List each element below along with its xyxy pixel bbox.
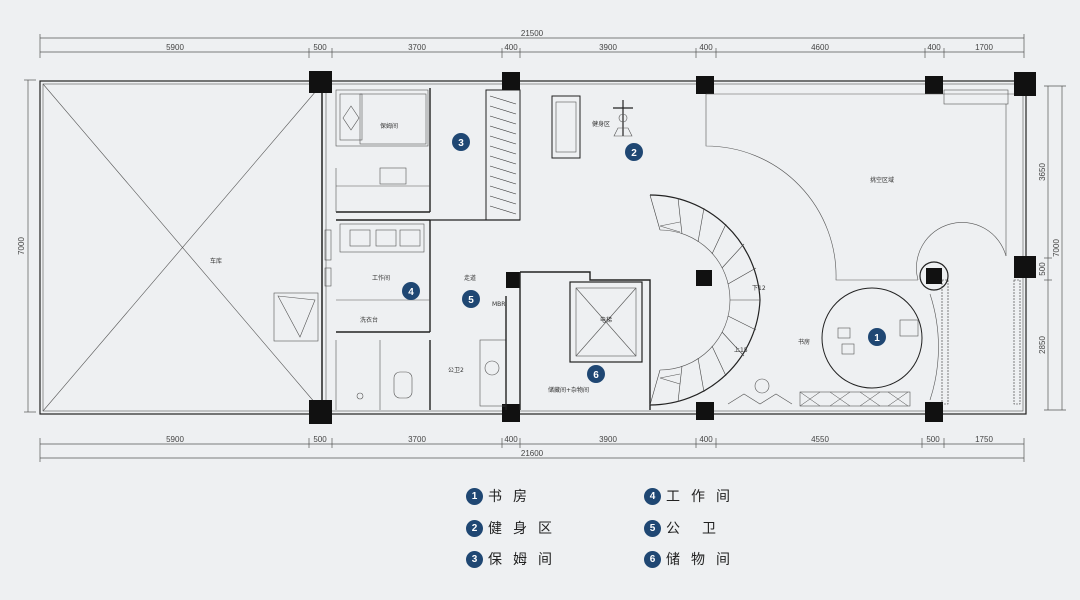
legend-number: 1 — [466, 487, 483, 505]
bath-area: 公卫2 走道 MBR — [335, 274, 507, 410]
storage-area: 电梯 储藏间+杂物间 — [519, 271, 651, 410]
legend-item: 3 保姆间 — [466, 549, 563, 569]
bottom-dim-4: 400 — [504, 435, 518, 444]
top-dim-8: 400 — [927, 43, 941, 52]
left-height-dim: 7000 — [17, 237, 26, 255]
storage-label: 储藏间+杂物间 — [548, 386, 589, 394]
legend-number: 6 — [644, 550, 661, 568]
study: 书房 — [727, 261, 1021, 407]
bottom-dim-1: 5900 — [166, 435, 184, 444]
void-label: 挑空区域 — [870, 176, 894, 184]
outer-walls — [39, 80, 1027, 415]
bottom-dim-3: 3700 — [408, 435, 426, 444]
svg-text:1: 1 — [874, 333, 880, 344]
legend-item: 6 储物间 — [644, 549, 741, 569]
legend-item: 5 公卫 — [644, 518, 738, 538]
badge-5: 5 — [462, 290, 480, 308]
bottom-dim-7: 4550 — [811, 435, 829, 444]
svg-text:2: 2 — [631, 148, 637, 159]
mbr-label: MBR — [492, 301, 505, 308]
svg-text:6: 6 — [593, 370, 599, 381]
top-dim-5: 3900 — [599, 43, 617, 52]
badge-2: 2 — [625, 143, 643, 161]
garage: 车库 — [42, 83, 332, 412]
legend-label: 储物间 — [666, 552, 741, 568]
top-dim-9: 1700 — [975, 43, 993, 52]
bottom-dim-6: 400 — [699, 435, 713, 444]
top-dim-4: 400 — [504, 43, 518, 52]
badge-1: 1 — [868, 328, 886, 346]
void-area: 挑空区域 — [705, 89, 1014, 281]
legend-label: 健身区 — [488, 521, 563, 537]
work-room: 工作间 洗衣台 — [336, 219, 431, 333]
study-label: 书房 — [798, 338, 810, 346]
bottom-dimensions: 5900 500 3700 400 3900 400 4550 500 1750… — [39, 435, 1025, 462]
bottom-dim-5: 3900 — [599, 435, 617, 444]
legend-label: 书房 — [488, 489, 538, 505]
legend-number: 3 — [466, 550, 483, 568]
legend-label: 工作间 — [666, 489, 741, 505]
spiral-stair: 下12 上15 — [649, 194, 766, 406]
legend-label: 保姆间 — [488, 552, 563, 568]
badge-6: 6 — [587, 365, 605, 383]
badge-4: 4 — [402, 282, 420, 300]
right-dimensions: 3650 500 2850 7000 — [1038, 85, 1066, 411]
svg-text:4: 4 — [408, 287, 414, 298]
columns — [309, 71, 1036, 424]
bottom-total-dim: 21600 — [521, 449, 544, 458]
left-dimension: 7000 — [17, 79, 36, 413]
badge-3: 3 — [452, 133, 470, 151]
top-dim-7: 4600 — [811, 43, 829, 52]
garage-label: 车库 — [210, 257, 222, 265]
legend-number: 2 — [466, 519, 483, 537]
bottom-dim-8: 500 — [926, 435, 940, 444]
right-dim-2: 500 — [1038, 262, 1047, 276]
legend-item: 1 书房 — [466, 486, 538, 506]
elevator-label: 电梯 — [600, 316, 612, 324]
stair-up-label: 上15 — [734, 346, 748, 354]
svg-text:5: 5 — [468, 295, 474, 306]
bottom-dim-9: 1750 — [975, 435, 993, 444]
gym-label: 健身区 — [592, 120, 610, 128]
legend-number: 4 — [644, 487, 661, 505]
top-dim-1: 5900 — [166, 43, 184, 52]
top-dimensions: 21500 5900 500 3700 400 3900 400 4600 40… — [39, 29, 1025, 58]
top-total-dim: 21500 — [521, 29, 544, 38]
top-dim-6: 400 — [699, 43, 713, 52]
gym: 健身区 — [551, 95, 633, 159]
legend-number: 5 — [644, 519, 661, 537]
legend-label: 公卫 — [666, 521, 738, 537]
legend-item: 2 健身区 — [466, 518, 563, 538]
top-dim-3: 3700 — [408, 43, 426, 52]
right-total-dim: 7000 — [1052, 239, 1061, 257]
work-room-label: 工作间 — [372, 274, 390, 282]
bottom-dim-2: 500 — [313, 435, 327, 444]
right-dim-3: 2850 — [1038, 336, 1047, 354]
bath2-label: 公卫2 — [448, 367, 464, 374]
stair-down-label: 下12 — [752, 285, 766, 292]
top-dim-2: 500 — [313, 43, 327, 52]
corridor-label: 走道 — [464, 274, 476, 282]
laundry-label: 洗衣台 — [360, 316, 378, 324]
legend-item: 4 工作间 — [644, 486, 741, 506]
maid-room-label: 保姆间 — [380, 122, 398, 130]
right-dim-1: 3650 — [1038, 163, 1047, 181]
maid-room: 保姆间 — [335, 88, 521, 221]
svg-text:3: 3 — [458, 138, 464, 149]
